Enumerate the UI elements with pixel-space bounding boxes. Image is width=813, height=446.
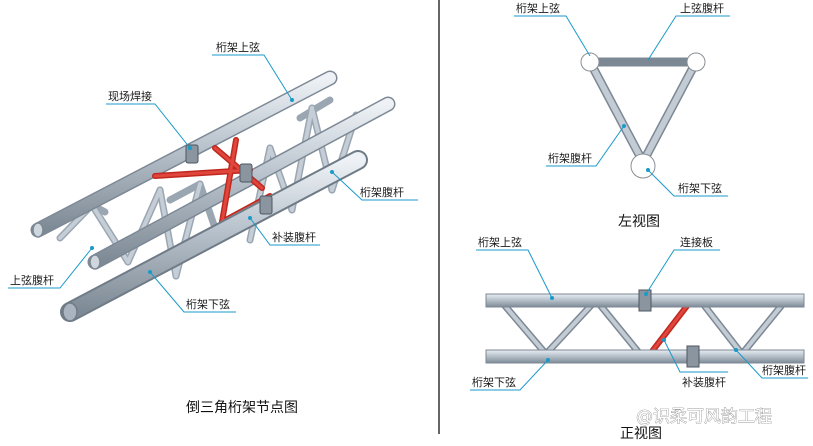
label-front-add-web: 补装腹杆	[682, 375, 726, 389]
label-side-web-member: 桁架腹杆	[548, 151, 592, 165]
label-side-upper-web: 上弦腹杆	[680, 1, 724, 15]
watermark: @识柔可风韵工程	[636, 407, 772, 427]
label-iso-upper-web: 上弦腹杆	[10, 273, 54, 287]
label-side-top-chord: 桁架上弦	[516, 1, 560, 15]
label-front-web-member: 桁架腹杆	[762, 363, 806, 377]
label-iso-top-chord: 桁架上弦	[216, 40, 260, 54]
isometric-leaders	[8, 54, 418, 313]
label-iso-web-member: 桁架腹杆	[360, 185, 404, 199]
label-iso-add-web: 补装腹杆	[272, 230, 316, 244]
label-iso-weld: 现场焊接	[108, 89, 152, 103]
label-side-bottom-chord: 桁架下弦	[678, 181, 722, 195]
isometric-truss	[30, 70, 396, 322]
label-iso-bottom-chord: 桁架下弦	[186, 297, 230, 311]
front-view-truss	[485, 289, 805, 368]
label-front-top-chord: 桁架上弦	[478, 235, 522, 249]
caption-side: 左视图	[618, 214, 660, 230]
side-view-triangle	[580, 52, 706, 179]
caption-front: 正视图	[620, 426, 662, 442]
label-front-bottom-chord: 桁架下弦	[472, 375, 516, 389]
caption-iso: 倒三角桁架节点图	[186, 400, 298, 416]
label-front-plate: 连接板	[680, 235, 713, 249]
side-view-leaders	[514, 15, 730, 197]
front-view-leaders	[470, 249, 808, 391]
